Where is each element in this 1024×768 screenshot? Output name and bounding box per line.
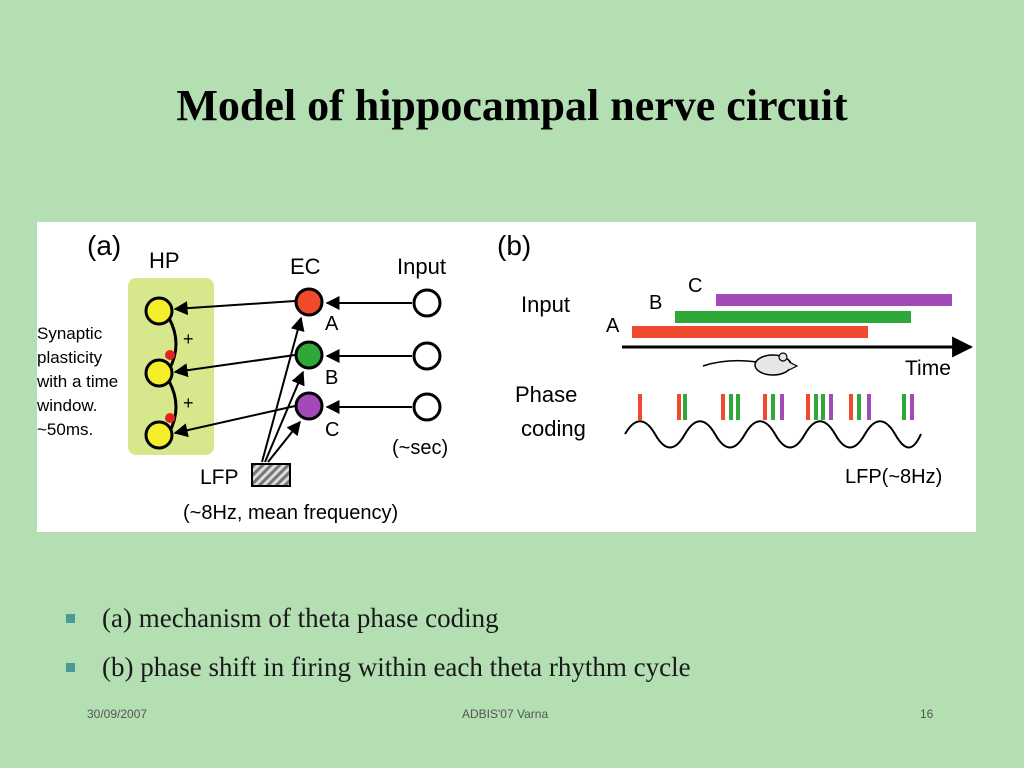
bullet-text: (b) phase shift in firing within each th… (102, 652, 691, 682)
panel-b-label: (b) (497, 230, 531, 261)
hp-neuron-1 (144, 296, 174, 326)
rat-icon (702, 352, 799, 376)
input-label-a: Input (397, 254, 446, 279)
bar-label-a: A (606, 315, 620, 337)
input-timescale: (~sec) (392, 437, 448, 459)
lfp-label-b: LFP(~8Hz) (845, 466, 942, 488)
svg-text:with a time: with a time (37, 372, 118, 391)
input-bar-b (675, 311, 911, 323)
bullet-square-icon (66, 663, 75, 672)
plus-sign-1: + (183, 329, 194, 349)
hp-label: HP (149, 248, 180, 273)
input-bar-a (632, 326, 868, 338)
circuit-figure: (a) HP EC Input Synaptic plasticity with… (37, 222, 976, 532)
bullet-item: (b) phase shift in firing within each th… (62, 643, 691, 692)
synapse-dot-2 (165, 413, 175, 423)
ec-label: EC (290, 254, 321, 279)
arrow-ec-a-to-hp (173, 300, 296, 316)
spike-train (638, 394, 914, 420)
arrow-lfp-to-a (261, 316, 305, 463)
time-axis-label: Time (905, 357, 951, 380)
ec-neuron-a (294, 287, 324, 317)
phase-label-1: Phase (515, 382, 577, 407)
footer-date: 30/09/2007 (87, 707, 148, 721)
plus-sign-2: + (183, 393, 194, 413)
node-label-a: A (325, 313, 339, 335)
svg-text:plasticity: plasticity (37, 348, 103, 367)
slide-title: Model of hippocampal nerve circuit (176, 81, 848, 130)
bar-label-c: C (688, 275, 702, 297)
ec-neuron-b (294, 340, 324, 370)
hp-neuron-2 (144, 358, 174, 388)
arrow-lfp-to-b (264, 370, 305, 463)
phase-label-2: coding (521, 416, 586, 441)
svg-text:Synaptic: Synaptic (37, 324, 103, 343)
node-label-c: C (325, 419, 339, 441)
footer-page-number: 16 (920, 707, 934, 721)
footer-center: ADBIS'07 Varna (462, 707, 549, 721)
svg-text:~50ms.: ~50ms. (37, 420, 93, 439)
lfp-frequency-note: (~8Hz, mean frequency) (183, 502, 398, 524)
bullet-list: (a) mechanism of theta phase coding (b) … (62, 594, 691, 692)
synapse-dot-1 (165, 350, 175, 360)
input-label-b: Input (521, 292, 570, 317)
lfp-wave (624, 420, 922, 449)
node-label-b: B (325, 367, 338, 389)
bullet-item: (a) mechanism of theta phase coding (62, 594, 691, 643)
bullet-text: (a) mechanism of theta phase coding (102, 603, 499, 633)
input-neuron-1 (412, 288, 442, 318)
svg-text:window.: window. (37, 396, 97, 415)
lfp-hatched-box (251, 463, 291, 487)
arrow-ec-b-to-hp (173, 354, 296, 378)
arrow-lfp-to-c (267, 420, 301, 463)
input-bar-c (716, 294, 952, 306)
ec-neuron-c (294, 391, 324, 421)
input-neuron-3 (412, 392, 442, 422)
input-neuron-2 (412, 341, 442, 371)
hp-neuron-3 (144, 420, 174, 450)
lfp-label-a: LFP (200, 466, 239, 489)
bar-label-b: B (649, 292, 662, 314)
panel-a-label: (a) (87, 230, 121, 261)
bullet-square-icon (66, 614, 75, 623)
synaptic-note: Synaptic plasticity with a time window. … (37, 324, 118, 439)
